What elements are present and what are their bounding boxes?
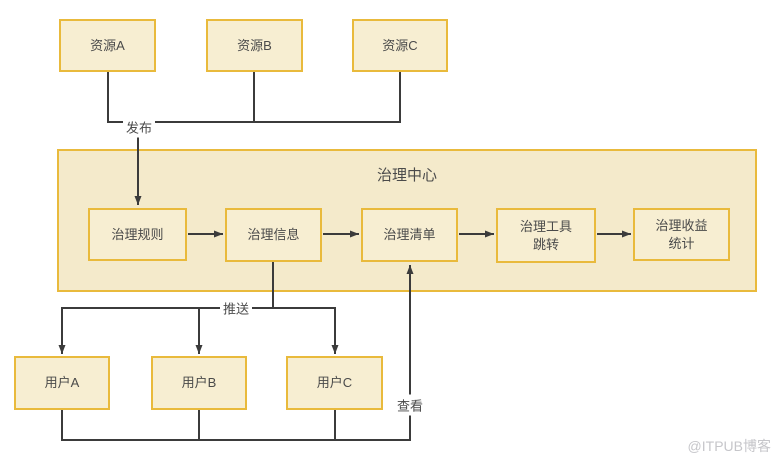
node-resource-b: 资源B	[206, 19, 303, 72]
node-resource-b-label: 资源B	[237, 37, 272, 53]
node-user-c-label: 用户C	[316, 375, 353, 391]
edge-view-bus	[61, 410, 411, 441]
node-resource-c: 资源C	[352, 19, 448, 72]
node-governance-rules-label: 治理规则	[111, 226, 164, 242]
edge-label-publish: 发布	[122, 116, 156, 138]
node-user-b-label: 用户B	[181, 375, 217, 391]
node-governance-info-label: 治理信息	[247, 227, 300, 243]
node-governance-rules: 治理规则	[88, 208, 187, 261]
node-resource-a: 资源A	[59, 19, 156, 72]
node-governance-list-label: 治理清单	[383, 227, 436, 243]
node-governance-tool-jump: 治理工具 跳转	[496, 208, 596, 263]
node-user-a: 用户A	[14, 356, 110, 410]
node-user-a-label: 用户A	[44, 375, 80, 391]
governance-center-title: 治理中心	[376, 167, 437, 184]
edge-resource-bus	[107, 72, 401, 123]
node-governance-benefit-stats: 治理收益 统计	[633, 208, 730, 261]
edge-label-push: 推送	[219, 297, 253, 319]
edge-label-view: 查看	[393, 394, 427, 416]
node-resource-c-label: 资源C	[382, 37, 418, 53]
node-governance-benefit-stats-label: 治理收益 统计	[655, 217, 708, 251]
node-resource-a-label: 资源A	[90, 37, 125, 53]
node-governance-list: 治理清单	[361, 208, 458, 262]
watermark: @ITPUB博客	[687, 438, 771, 454]
node-governance-tool-jump-label: 治理工具 跳转	[519, 218, 572, 252]
node-governance-info: 治理信息	[225, 208, 322, 262]
node-user-c: 用户C	[286, 356, 383, 410]
node-user-b: 用户B	[151, 356, 247, 410]
